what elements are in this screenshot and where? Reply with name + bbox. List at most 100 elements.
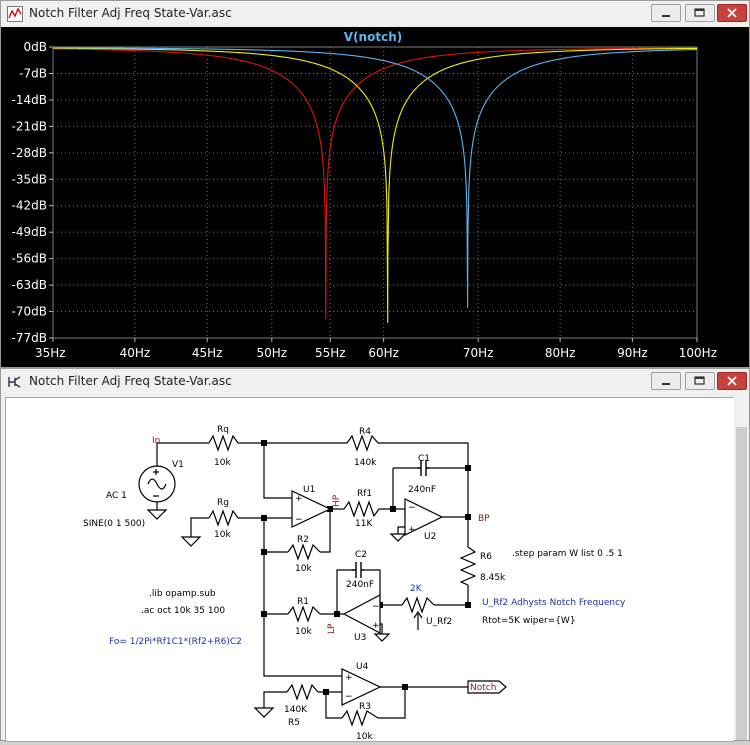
minimize-icon (662, 15, 670, 17)
label-r6[interactable]: R6 (480, 552, 492, 562)
label-r4[interactable]: R4 (359, 427, 371, 437)
directive-step[interactable]: .step param W list 0 .5 1 (512, 549, 623, 559)
minimize-button[interactable] (651, 372, 681, 390)
y-tick-label: -49dB (12, 225, 47, 239)
y-tick-label: -14dB (12, 93, 47, 107)
label-r2-value[interactable]: 10k (295, 564, 312, 574)
plot-titlebar[interactable]: Notch Filter Adj Freq State-Var.asc (1, 1, 749, 27)
opamps (291, 490, 444, 706)
label-lp[interactable]: LP (327, 623, 337, 634)
label-r4-value[interactable]: 140k (354, 458, 377, 468)
label-rg[interactable]: Rg (217, 498, 229, 508)
y-tick-label: -77dB (12, 331, 47, 345)
label-u4[interactable]: U4 (356, 662, 369, 672)
scrollbar-thumb[interactable] (736, 427, 747, 740)
capacitor-c2 (352, 562, 364, 578)
label-v1-sine[interactable]: SINE(0 1 500) (83, 519, 145, 529)
schematic-app-icon (8, 376, 21, 388)
vertical-scrollbar[interactable] (734, 397, 749, 740)
x-tick-label: 60Hz (368, 346, 399, 360)
opamp-u4 (341, 668, 382, 706)
resistor-r5 (286, 683, 319, 701)
label-v1[interactable]: V1 (172, 460, 184, 470)
label-c2[interactable]: C2 (355, 550, 367, 560)
close-button[interactable] (717, 372, 747, 390)
label-rg-value[interactable]: 10k (214, 530, 231, 540)
label-r5[interactable]: R5 (288, 718, 300, 728)
label-r1-value[interactable]: 10k (295, 627, 312, 637)
label-c2-value[interactable]: 240nF (346, 580, 374, 590)
directive-lib[interactable]: .lib opamp.sub (149, 589, 216, 599)
restore-icon (694, 8, 705, 17)
opamp-u2 (404, 498, 444, 536)
series-line-3[interactable] (53, 47, 698, 308)
junction-dots (261, 440, 471, 695)
label-rf1[interactable]: Rf1 (357, 489, 372, 499)
label-v1-ac[interactable]: AC 1 (106, 491, 127, 501)
resistor-pot (401, 596, 435, 614)
directive-ac[interactable]: .ac oct 10k 35 100 (141, 606, 225, 616)
y-tick-label: 0dB (24, 40, 47, 54)
resistor-r3 (341, 709, 379, 727)
resistor-r1 (287, 605, 321, 623)
svg-text:−: − (372, 602, 380, 612)
y-tick-label: -7dB (19, 66, 47, 80)
y-tick-label: -35dB (12, 172, 47, 186)
label-u2[interactable]: U2 (424, 532, 436, 542)
label-u3[interactable]: U3 (354, 633, 366, 643)
x-tick-label: 90Hz (617, 346, 648, 360)
close-button[interactable] (717, 4, 747, 22)
opamp-u3 (342, 594, 381, 634)
waveform-plot-area[interactable]: V(notch) 0dB -7dB -14dB -21dB -28dB -35dB -42d… (1, 27, 749, 367)
label-r2[interactable]: R2 (297, 535, 309, 545)
label-rq[interactable]: Rq (217, 425, 229, 435)
pot-params[interactable]: Rtot=5K wiper={W} (482, 616, 576, 626)
label-r6-value[interactable]: 8.45k (480, 573, 506, 583)
label-r1[interactable]: R1 (297, 597, 309, 607)
maximize-button[interactable] (685, 4, 715, 22)
y-tick-label: -28dB (12, 146, 47, 160)
label-r3[interactable]: R3 (359, 702, 371, 712)
label-bp[interactable]: BP (478, 514, 490, 524)
pot-wiper-arrow (413, 610, 423, 630)
label-pot-name[interactable]: U_Rf2 (426, 617, 452, 627)
resistor-r2 (287, 543, 321, 561)
svg-text:−: − (295, 515, 303, 525)
trace-label[interactable]: V(notch) (344, 30, 402, 44)
comment-pot[interactable]: U_Rf2 Adhysts Notch Frequency (482, 598, 626, 608)
label-notch[interactable]: Notch (470, 683, 496, 693)
resistor-rg (208, 509, 239, 527)
opamp-pin-signs: +− −+ −+ +− (295, 494, 416, 702)
label-r3-value[interactable]: 10k (356, 732, 373, 742)
maximize-button[interactable] (685, 372, 715, 390)
resistor-rq (208, 434, 239, 452)
label-hp[interactable]: HP (332, 494, 342, 507)
schematic-drawing[interactable]: +− −+ −+ +− (6, 398, 734, 742)
svg-text:−: − (345, 692, 353, 702)
x-tick-label: 45Hz (192, 346, 223, 360)
svg-text:+: + (295, 494, 303, 504)
notch-net-flag (467, 680, 507, 694)
svg-text:+: + (372, 621, 380, 631)
y-tick-label: -42dB (12, 199, 47, 213)
y-tick-label: -56dB (12, 252, 47, 266)
comment-formula[interactable]: Fo= 1/2Pi*Rf1C1*(Rf2+R6)C2 (109, 637, 242, 647)
label-c1[interactable]: C1 (418, 454, 430, 464)
waveform-app-icon (7, 6, 23, 22)
schematic-titlebar[interactable]: Notch Filter Adj Freq State-Var.asc (1, 369, 749, 395)
waveform-chart[interactable]: V(notch) 0dB -7dB -14dB -21dB -28dB -35dB -42d… (1, 27, 749, 367)
label-pot-value[interactable]: 2K (410, 584, 423, 594)
minimize-button[interactable] (651, 4, 681, 22)
label-in[interactable]: In (152, 436, 160, 446)
label-rq-value[interactable]: 10k (214, 458, 231, 468)
label-r5-value[interactable]: 140K (284, 705, 308, 715)
y-tick-label: -21dB (12, 119, 47, 133)
label-u1[interactable]: U1 (303, 485, 315, 495)
label-c1-value[interactable]: 240nF (408, 485, 436, 495)
series-line-1[interactable] (52, 47, 698, 320)
label-rf1-value[interactable]: 11K (355, 519, 373, 529)
series-line-2[interactable] (53, 47, 698, 323)
schematic-canvas[interactable]: +− −+ −+ +− (5, 397, 735, 742)
ground-symbols (146, 509, 407, 718)
svg-text:−: − (408, 503, 416, 513)
